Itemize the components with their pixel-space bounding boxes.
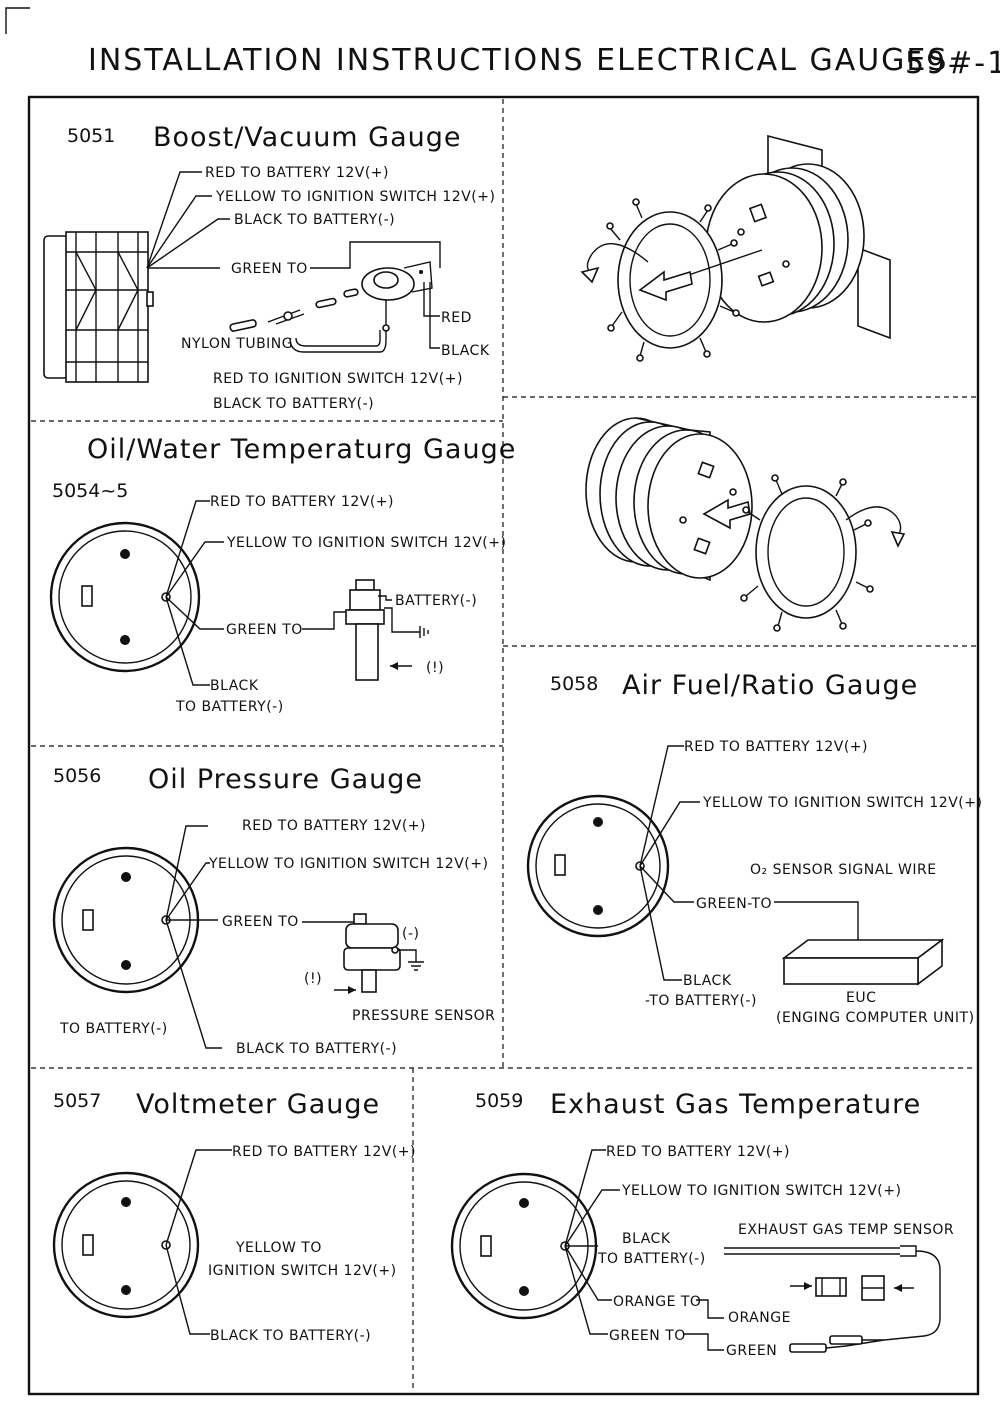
section-oil-pressure: 5056 Oil Pressure Gauge RED TO BATTERY 1…	[52, 764, 495, 1057]
temp-gauge-back	[49, 521, 201, 673]
mounting-illustration-removal	[580, 134, 891, 362]
boost-code: 5051	[67, 125, 115, 147]
section-temp: Oil/Water Temperaturg Gauge 5054~5 RED T…	[49, 434, 516, 715]
boost-black-label: BLACK TO BATTERY(-)	[234, 212, 395, 228]
temp-code: 5054~5	[52, 480, 128, 502]
egt-to-battery-label: TO BATTERY(-)	[597, 1251, 706, 1267]
afr-gauge-back	[526, 794, 670, 938]
volt-heading: Voltmeter Gauge	[136, 1089, 380, 1120]
egt-green-to-label: GREEN TO	[609, 1328, 686, 1344]
page-frame	[27, 95, 980, 1396]
page-title: INSTALLATION INSTRUCTIONS ELECTRICAL GAU…	[88, 43, 948, 78]
boost-relay-black-label: BLACK	[441, 343, 490, 359]
egt-sensor-probe	[724, 1245, 941, 1353]
egt-sensor-label: EXHAUST GAS TEMP SENSOR	[738, 1222, 954, 1238]
afr-euc-box	[781, 938, 945, 986]
egt-gauge-back	[450, 1172, 598, 1320]
volt-gauge-back	[52, 1171, 200, 1319]
temp-yellow-label: YELLOW TO IGNITION SWITCH 12V(+)	[226, 535, 506, 551]
afr-euc-full-label: (ENGING COMPUTER UNIT)	[776, 1010, 975, 1026]
temp-black-label: BLACK	[210, 678, 259, 694]
egt-orange-to-label: ORANGE TO	[613, 1294, 701, 1310]
volt-yellow-label: YELLOW TO	[235, 1240, 322, 1256]
page-ref: 59#-1	[905, 46, 1000, 81]
afr-green-label: GREEN-TO	[696, 896, 772, 912]
oilp-to-battery-label: TO BATTERY(-)	[59, 1021, 168, 1037]
boost-heading: Boost/Vacuum Gauge	[153, 122, 462, 153]
boost-gauge-side-view	[43, 231, 154, 383]
mounting-illustration-install	[585, 417, 906, 632]
egt-red-label: RED TO BATTERY 12V(+)	[606, 1144, 790, 1160]
egt-heading: Exhaust Gas Temperature	[550, 1089, 921, 1120]
oilp-pressure-sensor	[343, 913, 401, 993]
volt-code: 5057	[53, 1090, 101, 1112]
boost-relay-red-label: RED	[441, 310, 472, 326]
boost-green-label: GREEN TO	[231, 261, 308, 277]
afr-yellow-label: YELLOW TO IGNITION SWITCH 12V(+)	[702, 795, 982, 811]
volt-ign-label: IGNITION SWITCH 12V(+)	[208, 1263, 397, 1279]
egt-black-label: BLACK	[622, 1231, 671, 1247]
oilp-red-label: RED TO BATTERY 12V(+)	[242, 818, 426, 834]
section-egt: 5059 Exhaust Gas Temperature RED TO BATT…	[450, 1089, 954, 1359]
oilp-neg-label: (-)	[402, 926, 419, 942]
oilp-warn-label: (!)	[304, 971, 322, 987]
afr-euc-label: EUC	[846, 990, 876, 1006]
oilp-black-label: BLACK TO BATTERY(-)	[236, 1041, 397, 1057]
section-afr: 5058 Air Fuel/Ratio Gauge RED TO BATTERY…	[526, 670, 982, 1026]
boost-yellow-label: YELLOW TO IGNITION SWITCH 12V(+)	[215, 189, 495, 205]
afr-o2-label: O₂ SENSOR SIGNAL WIRE	[750, 862, 937, 878]
oilp-sensor-label: PRESSURE SENSOR	[352, 1008, 495, 1024]
temp-green-label: GREEN TO	[226, 622, 303, 638]
boost-solenoid-valve	[361, 261, 433, 332]
oilp-green-label: GREEN TO	[222, 914, 299, 930]
temp-red-label: RED TO BATTERY 12V(+)	[210, 494, 394, 510]
afr-black-label: BLACK	[683, 973, 732, 989]
corner-mark	[5, 7, 30, 34]
section-voltmeter: 5057 Voltmeter Gauge RED TO BATTERY 12V(…	[52, 1089, 416, 1344]
volt-red-label: RED TO BATTERY 12V(+)	[232, 1144, 416, 1160]
afr-heading: Air Fuel/Ratio Gauge	[622, 670, 918, 701]
boost-red-label: RED TO BATTERY 12V(+)	[205, 165, 389, 181]
egt-code: 5059	[475, 1090, 523, 1112]
oilp-yellow-label: YELLOW TO IGNITION SWITCH 12V(+)	[208, 856, 488, 872]
section-boost-vacuum: 5051 Boost/Vacuum Gauge RED TO BATTERY 1…	[43, 122, 495, 412]
temp-sender	[345, 579, 392, 681]
oilp-code: 5056	[53, 765, 101, 787]
temp-heading: Oil/Water Temperaturg Gauge	[87, 434, 516, 465]
temp-battery-neg-label: BATTERY(-)	[395, 593, 477, 609]
egt-yellow-label: YELLOW TO IGNITION SWITCH 12V(+)	[621, 1183, 901, 1199]
boost-black-bat-label: BLACK TO BATTERY(-)	[213, 396, 374, 412]
afr-red-label: RED TO BATTERY 12V(+)	[684, 739, 868, 755]
boost-red-ign-label: RED TO IGNITION SWITCH 12V(+)	[213, 371, 463, 387]
temp-to-battery-label: TO BATTERY(-)	[175, 699, 284, 715]
temp-warn-label: (!)	[426, 660, 444, 676]
boost-nylon-label: NYLON TUBING	[181, 336, 293, 352]
egt-orange-label: ORANGE	[728, 1310, 791, 1326]
afr-code: 5058	[550, 673, 598, 695]
afr-to-battery-label: -TO BATTERY(-)	[645, 993, 757, 1009]
boost-nylon-tubing	[229, 288, 387, 353]
oilp-heading: Oil Pressure Gauge	[148, 764, 423, 795]
egt-green-label: GREEN	[726, 1343, 777, 1359]
volt-black-label: BLACK TO BATTERY(-)	[210, 1328, 371, 1344]
